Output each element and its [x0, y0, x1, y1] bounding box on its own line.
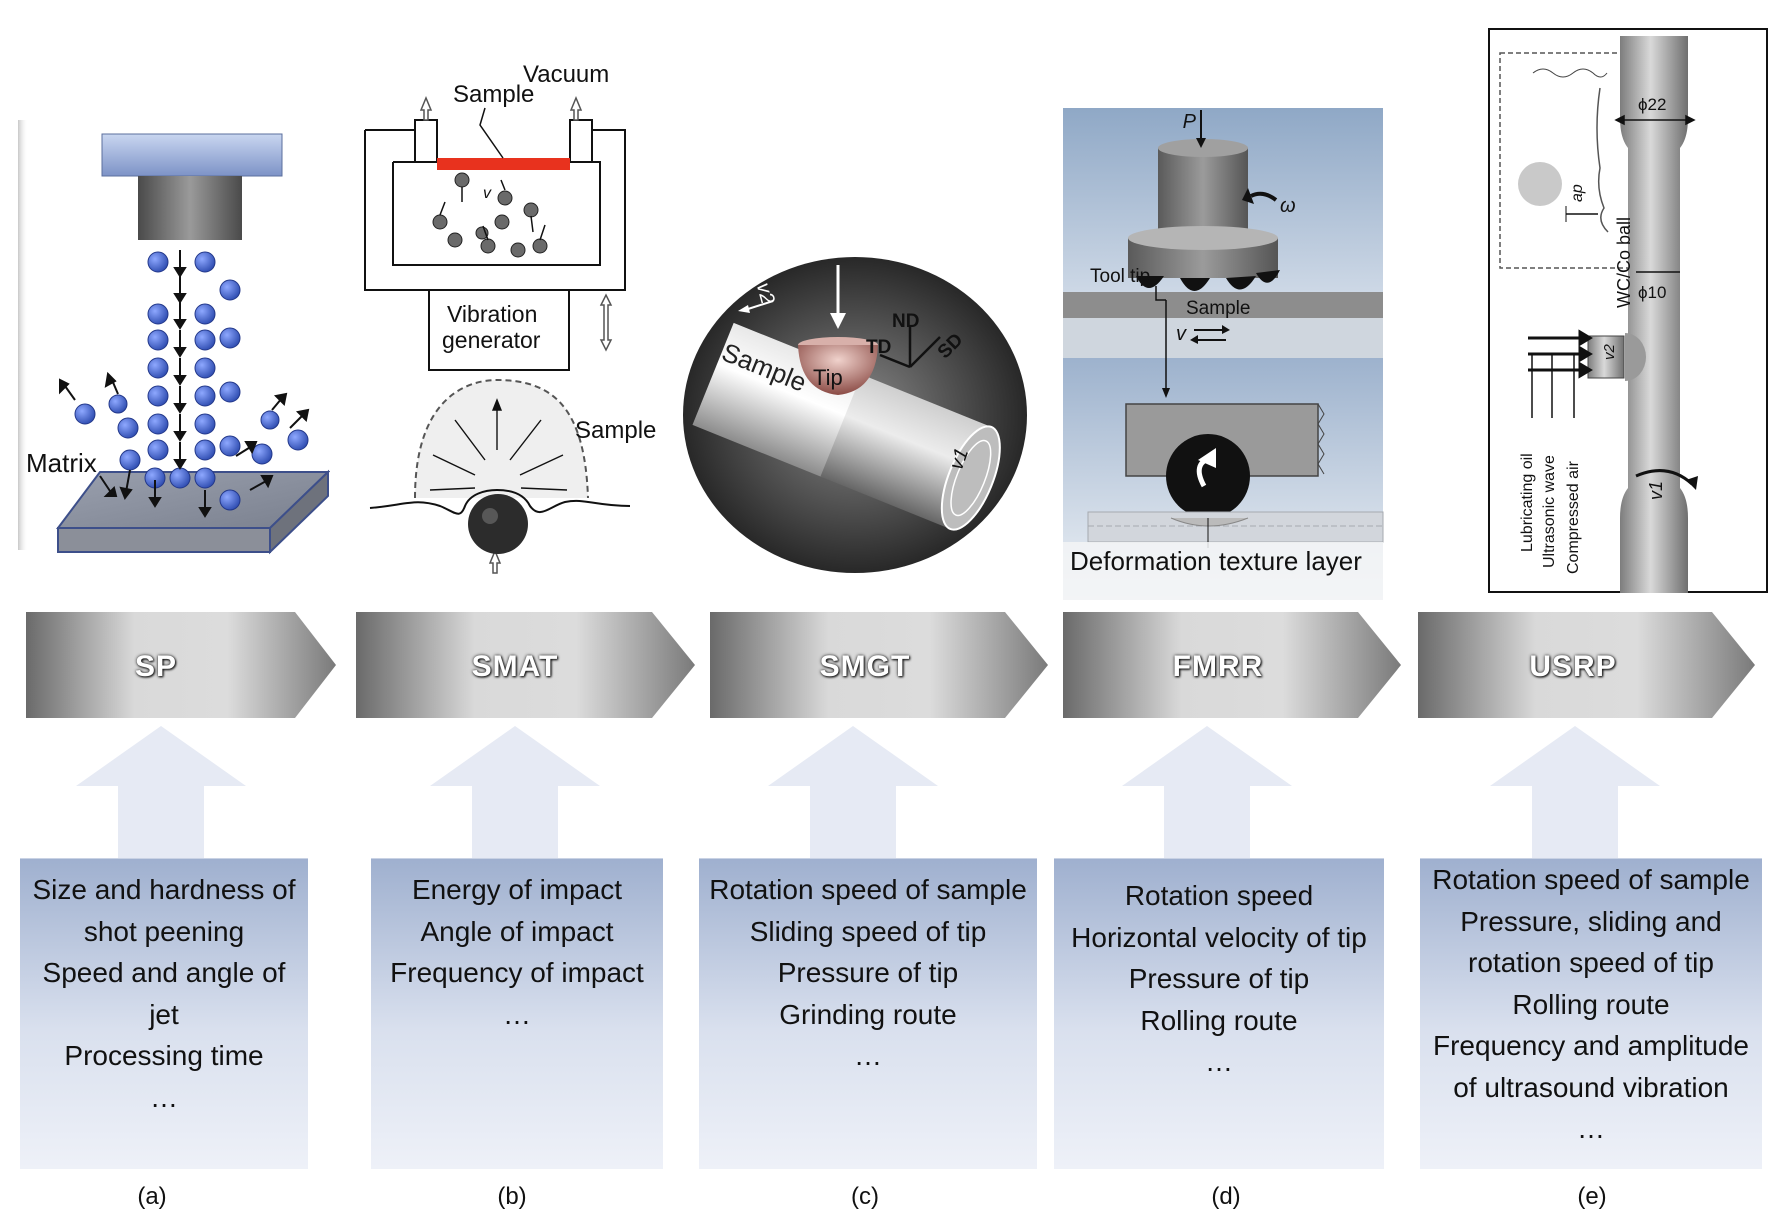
param-item: Rolling route	[1512, 988, 1670, 1020]
tool-tip-label: Tool tip	[1090, 266, 1150, 287]
illustration-smat: Vacuum Sample v Vibration generator Samp…	[364, 61, 656, 574]
chevron-sp	[26, 612, 336, 718]
nozzle-top	[101, 133, 283, 177]
phi22-label: ϕ22	[1638, 95, 1666, 114]
method-sp-label: SP	[134, 650, 178, 683]
param-item: Processing time	[64, 1040, 264, 1071]
caption-e: (e)	[1577, 1183, 1607, 1210]
matrix-label: Matrix	[26, 448, 97, 478]
lubricating-oil-label: Lubricating oil	[1519, 453, 1536, 552]
usrp-v2-label: v2	[1601, 344, 1618, 361]
param-item: …	[503, 998, 531, 1030]
caption-a: (a)	[137, 1183, 167, 1210]
phi10-label: ϕ10	[1638, 283, 1666, 302]
params-panel-smat: Energy of impact Angle of impact Frequen…	[371, 858, 663, 1169]
tip-label: Tip	[813, 365, 843, 390]
param-item: rotation speed of tip	[1468, 947, 1714, 978]
illustration-smgt: v2 Tip Sample ND TD SD v1	[683, 257, 1027, 573]
up-arrow-smgt	[768, 726, 938, 860]
chevron-smat	[356, 612, 695, 718]
omega-label: ω	[1280, 195, 1296, 217]
td-label: TD	[866, 337, 891, 358]
ultrasonic-wave-label: Ultrasonic wave	[1541, 455, 1558, 568]
usrp-v1-label: v1	[1646, 481, 1666, 500]
param-item: Pressure, sliding and	[1460, 905, 1722, 937]
method-smat-label: SMAT	[471, 650, 559, 683]
illustration-fmrr: P ω Tool tip Sample v Deformation textur…	[1063, 108, 1384, 600]
param-item: Rotation speed of sample	[709, 874, 1027, 905]
illustration-sp: Matrix	[18, 120, 330, 555]
param-item: Horizontal velocity of tip	[1071, 921, 1367, 953]
sample-label-top: Sample	[453, 81, 534, 108]
up-arrow-usrp	[1490, 726, 1660, 860]
nd-label: ND	[892, 311, 919, 332]
param-item: Sliding speed of tip	[749, 915, 987, 947]
param-item: Rotation speed	[1124, 880, 1314, 911]
caption-b: (b)	[497, 1183, 527, 1210]
method-fmrr-label: FMRR	[1172, 650, 1264, 683]
ap-label: ap	[1569, 184, 1586, 202]
param-item: …	[854, 1040, 882, 1071]
caption-c: (c)	[851, 1183, 879, 1210]
deformation-texture-label: Deformation texture layer	[1070, 546, 1362, 576]
chevron-row	[26, 612, 1755, 718]
param-item: Angle of impact	[420, 915, 614, 947]
fmrr-sample-label: Sample	[1186, 298, 1250, 319]
param-item: Energy of impact	[411, 874, 623, 905]
up-arrow-sp	[76, 726, 246, 860]
param-item: Speed and angle of	[42, 957, 286, 988]
param-item: Grinding route	[779, 998, 957, 1030]
param-item: Rolling route	[1140, 1004, 1298, 1036]
wc-ball-label: WC/Co ball	[1614, 217, 1634, 308]
vacuum-label: Vacuum	[523, 61, 609, 88]
params-panel-sp: Size and hardness of shot peening Speed …	[20, 858, 308, 1169]
velocity-label: v	[1176, 323, 1187, 345]
param-item: shot peening	[83, 915, 245, 947]
method-usrp-label: USRP	[1529, 650, 1617, 683]
param-item: Frequency and amplitude	[1433, 1030, 1749, 1061]
illustration-usrp: ap ϕ22 WC/Co ball ϕ10 v2 Lubricating oil…	[1488, 28, 1768, 593]
param-item: of ultrasound vibration	[1453, 1071, 1729, 1103]
up-arrow-smat	[430, 726, 600, 860]
vibration-generator-line1: Vibration	[447, 301, 537, 327]
params-list-smat: Energy of impact Angle of impact Frequen…	[371, 869, 663, 1035]
param-item: …	[1205, 1046, 1233, 1077]
param-item: Rotation speed of sample	[1432, 864, 1750, 895]
params-panel-fmrr: Rotation speed Horizontal velocity of ti…	[1054, 858, 1384, 1169]
param-item: …	[1577, 1113, 1605, 1144]
nozzle-body	[138, 176, 242, 240]
caption-d: (d)	[1211, 1183, 1241, 1210]
params-list-smgt: Rotation speed of sample Sliding speed o…	[699, 869, 1037, 1077]
chevron-smgt	[710, 612, 1048, 718]
sample-label-dome: Sample	[575, 417, 656, 444]
params-panel-usrp: Rotation speed of sample Pressure, slidi…	[1420, 858, 1762, 1169]
param-item: Frequency of impact	[390, 957, 644, 988]
param-item: Pressure of tip	[1128, 963, 1310, 994]
param-item: Size and hardness of	[32, 874, 296, 905]
compressed-air-label: Compressed air	[1565, 460, 1582, 574]
pressure-label: P	[1183, 111, 1197, 133]
param-item: …	[150, 1081, 178, 1113]
chevron-usrp	[1418, 612, 1755, 718]
ball-velocity-label: v	[483, 185, 492, 202]
params-list-sp: Size and hardness of shot peening Speed …	[20, 869, 308, 1118]
param-item: jet	[149, 998, 179, 1030]
params-list-usrp: Rotation speed of sample Pressure, slidi…	[1420, 859, 1762, 1150]
param-item: Pressure of tip	[777, 957, 959, 988]
method-smgt-label: SMGT	[819, 650, 911, 683]
chevron-fmrr	[1063, 612, 1401, 718]
up-arrow-fmrr	[1122, 726, 1292, 860]
params-list-fmrr: Rotation speed Horizontal velocity of ti…	[1054, 875, 1384, 1083]
vibration-generator-line2: generator	[442, 327, 541, 353]
params-panel-smgt: Rotation speed of sample Sliding speed o…	[699, 858, 1037, 1169]
